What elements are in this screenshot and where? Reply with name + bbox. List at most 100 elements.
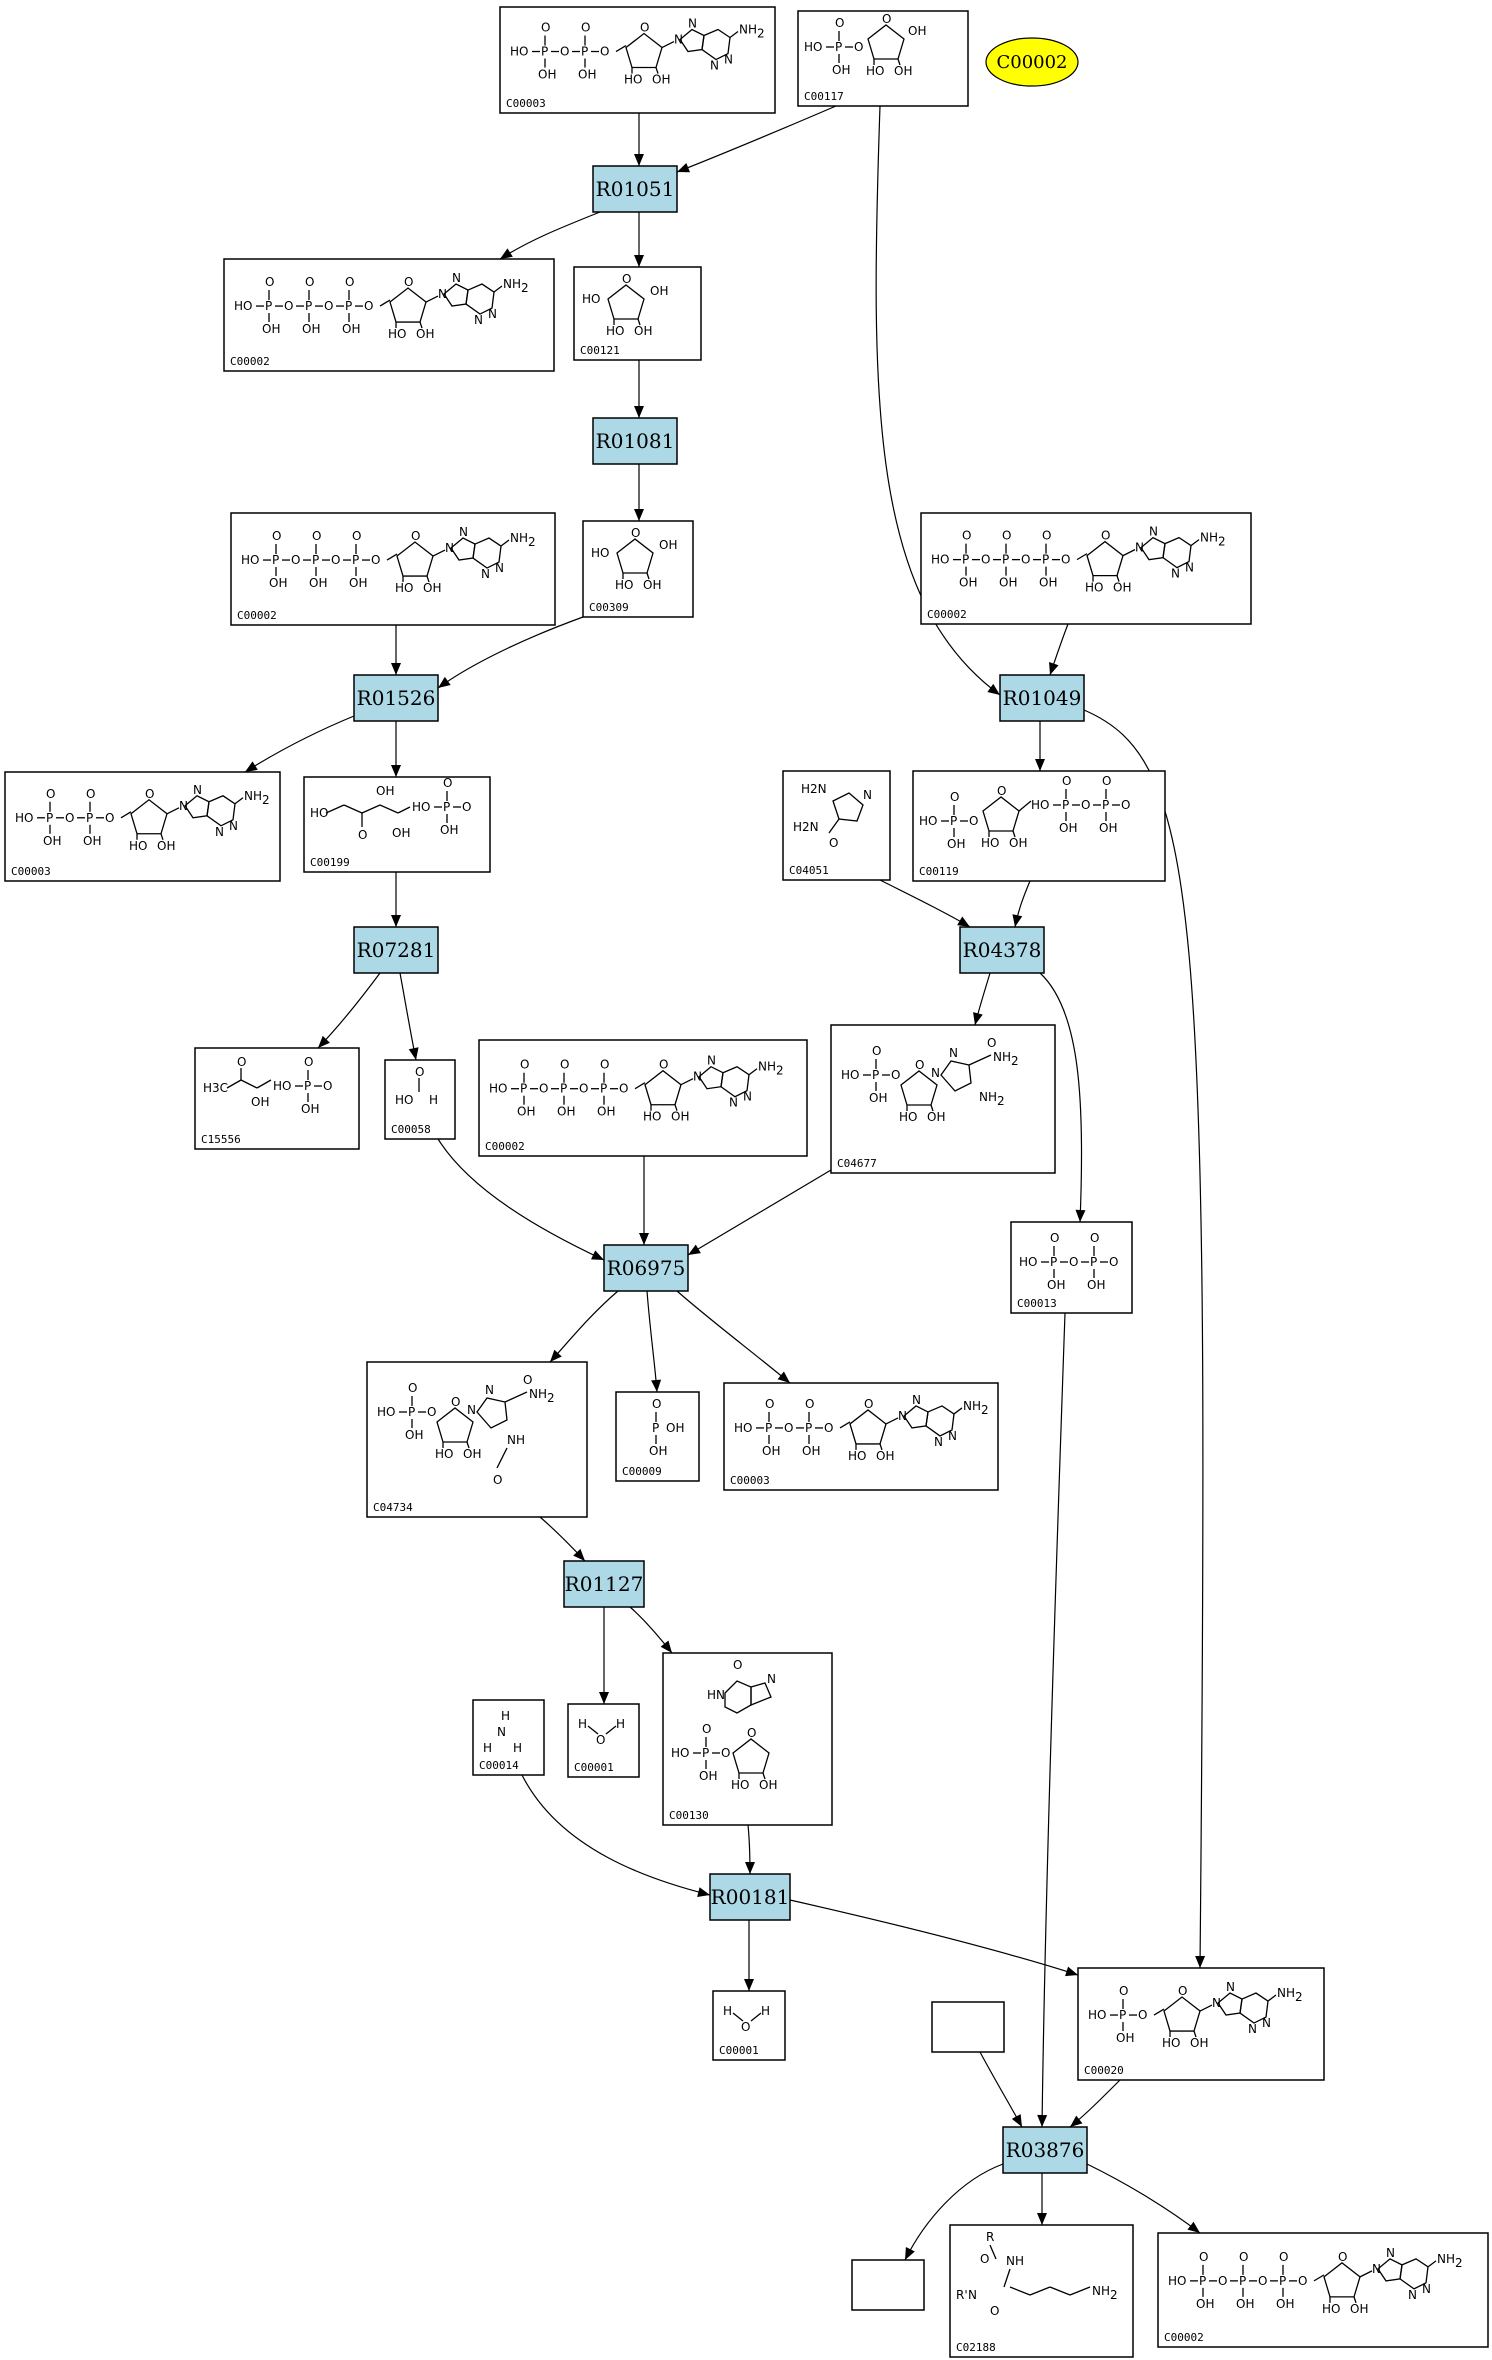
compound-box[interactable]: [931, 2001, 1005, 2053]
svg-text:HO: HO: [734, 1421, 752, 1435]
compound-box[interactable]: [366, 1361, 588, 1518]
compound-box[interactable]: [830, 1024, 1056, 1174]
svg-text:N: N: [452, 271, 461, 285]
compound-box[interactable]: [1157, 2232, 1489, 2348]
compound-box[interactable]: [223, 258, 555, 372]
compound-box[interactable]: [567, 1703, 640, 1778]
compound-box[interactable]: [1077, 1967, 1325, 2081]
reaction-node-r1[interactable]: R01051: [592, 165, 678, 213]
svg-text:HO: HO: [395, 581, 413, 595]
reaction-box[interactable]: [353, 926, 439, 974]
compound-box[interactable]: [384, 1059, 456, 1140]
compound-box[interactable]: [499, 6, 776, 114]
reaction-node-r2[interactable]: R01081: [592, 417, 678, 465]
reaction-box[interactable]: [592, 165, 678, 213]
svg-text:O: O: [523, 1373, 532, 1387]
reaction-node-r8[interactable]: R01049: [999, 674, 1085, 722]
reaction-node-r6[interactable]: R01127: [563, 1560, 645, 1608]
svg-text:OH: OH: [83, 834, 101, 848]
compound-box[interactable]: [1010, 1221, 1133, 1314]
compound-box[interactable]: [303, 776, 491, 873]
reaction-node-r7[interactable]: R00181: [709, 1873, 791, 1921]
edge-r5-c13: [549, 1290, 619, 1363]
reaction-box[interactable]: [592, 417, 678, 465]
compound-box[interactable]: [920, 512, 1252, 625]
highlight-ellipse[interactable]: [985, 37, 1079, 87]
reaction-node-r9[interactable]: R04378: [959, 926, 1045, 974]
compound-id-label: C02188: [956, 2341, 996, 2354]
reaction-box[interactable]: [603, 1244, 689, 1292]
compound-box[interactable]: [230, 512, 556, 626]
compound-box[interactable]: [4, 771, 281, 882]
reaction-node-r4[interactable]: R07281: [353, 926, 439, 974]
svg-text:O: O: [272, 529, 281, 543]
svg-text:NH: NH: [1437, 2252, 1455, 2266]
svg-text:O: O: [1121, 798, 1130, 812]
svg-text:OH: OH: [634, 324, 652, 338]
compound-box[interactable]: [194, 1047, 360, 1150]
compound-node-c25[interactable]: [931, 2001, 1005, 2053]
compound-box[interactable]: [712, 1990, 786, 2061]
reaction-node-r5[interactable]: R06975: [603, 1244, 689, 1292]
svg-text:O: O: [462, 800, 471, 814]
compound-box[interactable]: [472, 1699, 545, 1776]
compound-box[interactable]: [662, 1652, 833, 1826]
compound-box[interactable]: [573, 266, 702, 361]
query-compound-highlight[interactable]: C00002: [985, 37, 1079, 87]
arrowhead-c2-r1: [677, 162, 690, 173]
reaction-node-r3[interactable]: R01526: [353, 674, 439, 722]
svg-text:O: O: [659, 1058, 668, 1072]
reaction-node-r10[interactable]: R03876: [1002, 2126, 1088, 2174]
reaction-box[interactable]: [959, 926, 1045, 974]
compound-box[interactable]: [782, 770, 891, 881]
reaction-box[interactable]: [563, 1560, 645, 1608]
reaction-box[interactable]: [353, 674, 439, 722]
reaction-box[interactable]: [1002, 2126, 1088, 2174]
compound-box[interactable]: [851, 2259, 925, 2311]
compound-box[interactable]: [582, 520, 694, 618]
compound-id-label: C00013: [1017, 1297, 1057, 1310]
arrowhead-c10-r5: [591, 1250, 604, 1260]
compound-box[interactable]: [478, 1039, 808, 1157]
reaction-box[interactable]: [999, 674, 1085, 722]
compound-id-label: C00002: [1164, 2331, 1204, 2344]
svg-text:O: O: [1109, 1255, 1118, 1269]
reaction-box[interactable]: [709, 1873, 791, 1921]
svg-text:OH: OH: [650, 284, 668, 298]
compound-box[interactable]: [615, 1391, 700, 1482]
arrowhead-c18-r7: [745, 1862, 755, 1874]
arrowhead-r10-c27: [905, 2247, 915, 2260]
compound-node-c27[interactable]: [851, 2259, 925, 2311]
compound-box[interactable]: [912, 770, 1166, 882]
compound-box[interactable]: [723, 1382, 999, 1491]
svg-text:OH: OH: [251, 1095, 269, 1109]
